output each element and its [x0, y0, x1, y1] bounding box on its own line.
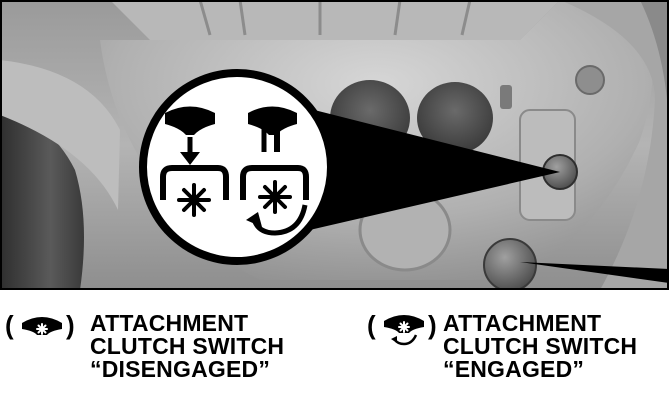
paren-open-engaged: (: [367, 312, 376, 338]
tractor-dashboard-photo: [0, 0, 669, 290]
caption-engaged-line3: “ENGAGED”: [443, 358, 637, 381]
clutch-disengaged-icon: [18, 313, 66, 341]
caption-disengaged-line1: ATTACHMENT: [90, 312, 284, 335]
paren-open-disengaged: (: [5, 312, 14, 338]
clutch-engaged-icon: [380, 311, 428, 347]
ignition-knob: [484, 239, 536, 290]
caption-disengaged-line2: CLUTCH SWITCH: [90, 335, 284, 358]
caption-disengaged-line3: “DISENGAGED”: [90, 358, 284, 381]
caption-disengaged: ATTACHMENT CLUTCH SWITCH “DISENGAGED”: [90, 312, 284, 381]
caption-engaged-line1: ATTACHMENT: [443, 312, 637, 335]
paren-close-disengaged: ): [66, 312, 75, 338]
hood-top: [110, 0, 560, 40]
caption-engaged: ATTACHMENT CLUTCH SWITCH “ENGAGED”: [443, 312, 637, 381]
caption-engaged-line2: CLUTCH SWITCH: [443, 335, 637, 358]
paren-close-engaged: ): [428, 312, 437, 338]
